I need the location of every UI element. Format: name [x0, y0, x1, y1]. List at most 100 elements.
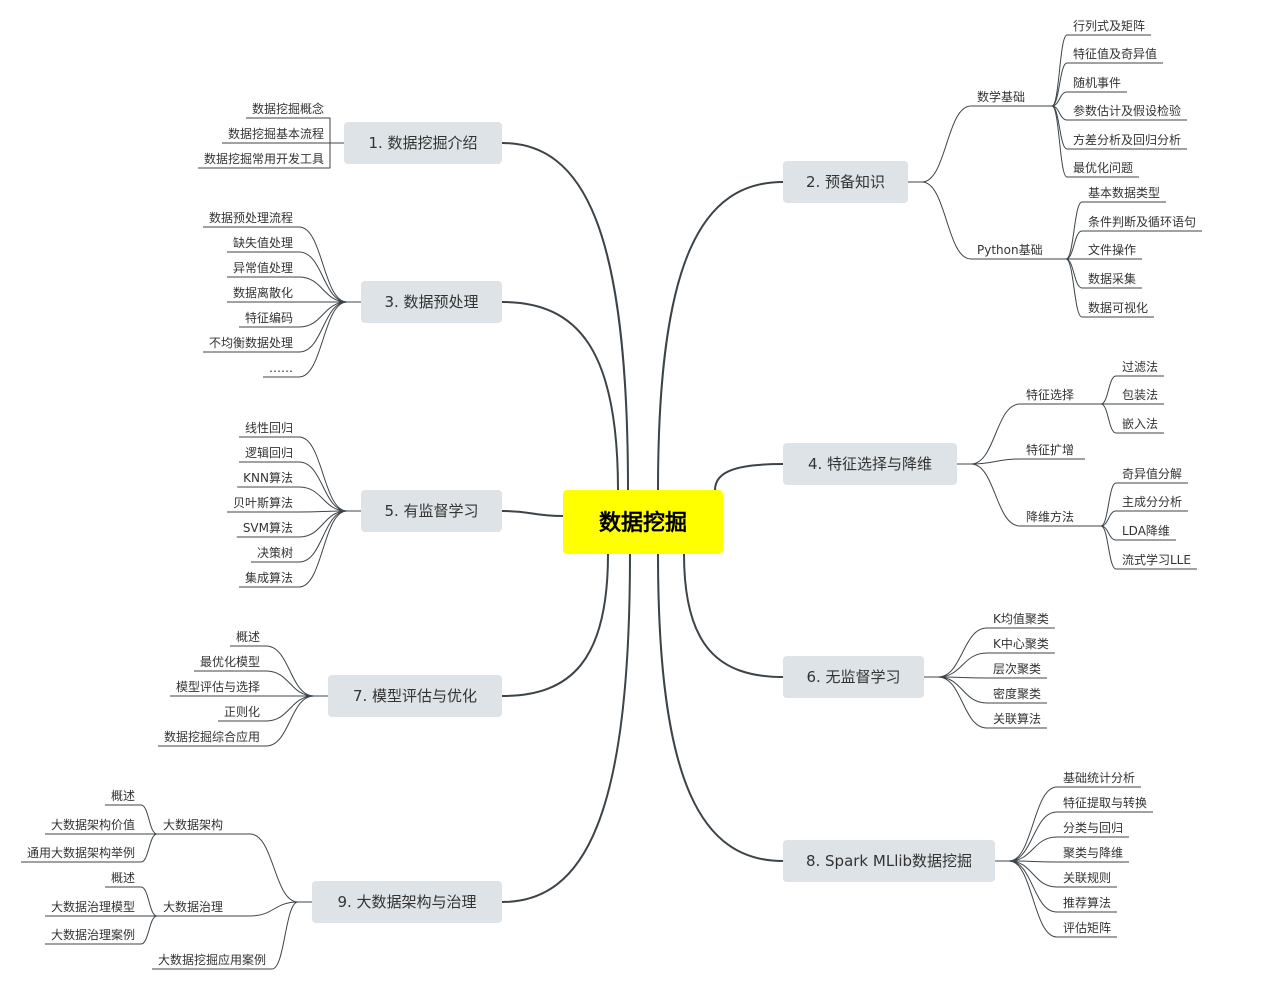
connector-line: [298, 510, 348, 538]
connector-line: [937, 627, 988, 678]
connector-line: [1008, 786, 1058, 862]
connector-line: [1051, 91, 1068, 107]
connector-line: [1008, 811, 1058, 862]
leaf-topic: 行列式及矩阵: [1073, 19, 1145, 33]
leaf-topic: 通用大数据架构举例: [27, 845, 135, 860]
leaf-topic: 数据挖掘常用开发工具: [204, 151, 324, 166]
leaf-topic: 主成分分析: [1122, 495, 1182, 509]
leaf-topic: K均值聚类: [993, 611, 1049, 626]
leaf-topic: 特征编码: [245, 310, 293, 325]
connector-line: [298, 276, 348, 303]
leaf-topic: 嵌入法: [1122, 417, 1158, 431]
connector-line: [501, 510, 564, 517]
connector-line: [501, 301, 619, 491]
connector-line: [140, 833, 158, 863]
leaf-topic: 模型评估与选择: [176, 680, 260, 694]
connector-line: [657, 181, 784, 491]
connector-line: [298, 486, 348, 512]
branch-b9: 9. 大数据架构与治理: [337, 893, 476, 911]
connector-line: [265, 695, 315, 722]
connector-line: [298, 436, 348, 512]
leaf-topic: 关联算法: [993, 711, 1041, 726]
leaf-topic: 层次聚类: [993, 662, 1041, 676]
connector-line: [298, 251, 348, 303]
connector-line: [1051, 34, 1068, 107]
leaf-topic: 奇异值分解: [1122, 466, 1182, 481]
connector-line: [298, 510, 348, 563]
branch-b2: 2. 预备知识: [806, 173, 885, 191]
sub-topic: Python基础: [977, 243, 1043, 257]
sub-topic: 大数据治理: [163, 899, 223, 914]
connector-line: [1008, 860, 1058, 913]
connector-line: [1100, 403, 1117, 434]
leaf-topic: 概述: [111, 871, 135, 885]
connector-line: [714, 463, 784, 491]
connector-line: [1065, 230, 1083, 260]
connector-line: [298, 301, 348, 353]
connector-line: [249, 833, 299, 903]
branch-b1: 1. 数据挖掘介绍: [368, 134, 477, 152]
connector-line: [921, 105, 972, 183]
leaf-topic: 条件判断及循环语句: [1088, 214, 1196, 229]
branch-b6-box[interactable]: [783, 656, 924, 698]
leaf-topic: 大数据治理模型: [51, 899, 135, 914]
branch-b5: 5. 有监督学习: [384, 502, 478, 520]
leaf-topic: 密度聚类: [993, 686, 1041, 701]
sub-topic: 特征选择: [1026, 387, 1074, 402]
connector-line: [970, 403, 1021, 465]
connector-line: [937, 676, 988, 729]
leaf-topic: 概述: [236, 630, 260, 644]
leaf-topic: SVM算法: [243, 520, 293, 535]
branch-b1-box[interactable]: [344, 122, 502, 164]
branch-b3: 3. 数据预处理: [384, 293, 478, 311]
branch-b3-box[interactable]: [361, 281, 502, 323]
leaf-topic: 评估矩阵: [1063, 921, 1111, 935]
sub-topic: 降维方法: [1026, 509, 1074, 524]
connector-line: [140, 915, 158, 945]
leaf-topic: ……: [269, 361, 293, 375]
leaf-topic: KNN算法: [243, 470, 293, 485]
branch-b7: 7. 模型评估与优化: [353, 687, 477, 705]
leaf-topic: 异常值处理: [233, 260, 293, 275]
connector-line: [1065, 201, 1083, 260]
leaf-topic: 大数据架构价值: [51, 817, 135, 832]
branch-b8: 8. Spark MLlib数据挖掘: [806, 852, 972, 870]
connector-line: [921, 181, 972, 260]
leaf-topic: K中心聚类: [993, 636, 1049, 651]
branch-b2-box[interactable]: [783, 161, 908, 203]
connector-line: [298, 301, 348, 328]
leaf-topic: 数据挖掘概念: [252, 101, 324, 116]
leaf-topic: 基础统计分析: [1063, 771, 1135, 785]
connector-line: [937, 676, 988, 704]
leaf-topic: 数据挖掘综合应用: [164, 729, 260, 744]
connector-line: [1100, 482, 1117, 527]
connector-line: [265, 695, 315, 747]
branch-b7-box[interactable]: [328, 675, 502, 717]
branch-b9-box[interactable]: [312, 881, 502, 923]
root-node-box[interactable]: [563, 490, 723, 554]
leaf-topic: 贝叶斯算法: [233, 495, 293, 510]
connector-line: [265, 645, 315, 697]
connector-line: [1065, 258, 1083, 289]
connector-line: [140, 886, 158, 917]
branch-b8-box[interactable]: [783, 840, 995, 882]
branch-b5-box[interactable]: [361, 490, 502, 532]
leaf-topic: 数据可视化: [1088, 300, 1148, 315]
connector-line: [683, 553, 784, 678]
leaf-topic: 特征提取与转换: [1063, 795, 1147, 810]
leaf-topic: 聚类与降维: [1063, 846, 1123, 860]
leaf-topic: 数据预处理流程: [209, 210, 293, 225]
connector-line: [1065, 258, 1083, 318]
leaf-topic: 方差分析及回归分析: [1073, 132, 1181, 147]
connector-line: [1100, 525, 1117, 570]
connector-line: [937, 652, 988, 678]
branch-b6: 6. 无监督学习: [806, 668, 900, 686]
branch-b4: 4. 特征选择与降维: [808, 455, 932, 473]
leaf-topic: 特征值及奇异值: [1073, 46, 1157, 61]
leaf-topic: 决策树: [257, 545, 293, 560]
leaf-topic: 集成算法: [245, 570, 293, 585]
leaf-topic: 文件操作: [1088, 242, 1136, 257]
connector-line: [1100, 510, 1117, 527]
branch-b4-box[interactable]: [783, 443, 957, 485]
